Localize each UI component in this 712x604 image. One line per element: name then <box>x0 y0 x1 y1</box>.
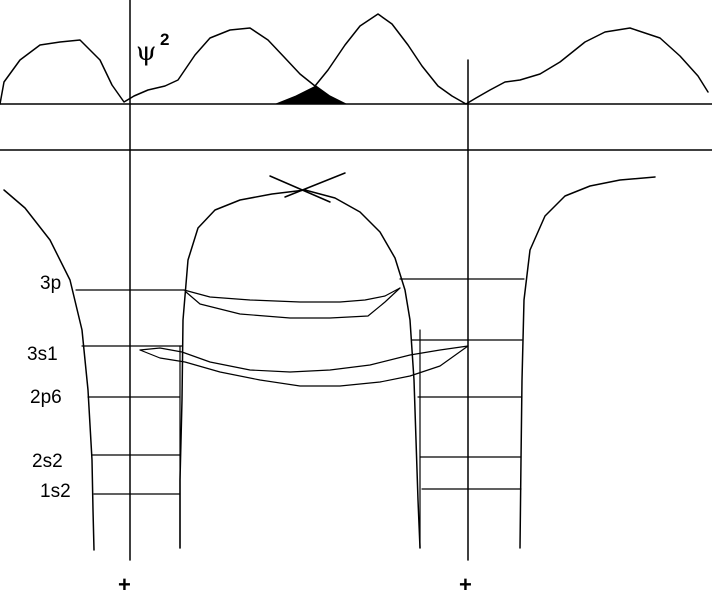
psi-squared-curve <box>0 13 709 105</box>
psi-symbol: ψ <box>136 37 156 67</box>
potential-barrier-center <box>179 189 421 549</box>
level-label-3p: 3p <box>40 273 61 294</box>
nucleus-plus-right: + <box>459 572 472 597</box>
band-3p-upper <box>183 287 401 303</box>
barrier-cross-a <box>269 175 331 203</box>
level-label-1s2: 1s2 <box>40 481 71 502</box>
level-label-2s2: 2s2 <box>32 451 63 472</box>
overlap-region <box>275 85 347 105</box>
band-3s-upper <box>139 345 469 373</box>
potential-wall-left <box>3 189 95 551</box>
band-3s-lower <box>139 345 469 387</box>
level-label-2p6: 2p6 <box>30 387 62 408</box>
level-label-3s1: 3s1 <box>27 344 58 365</box>
nucleus-plus-left: + <box>118 572 131 597</box>
psi-superscript: 2 <box>160 30 169 49</box>
potential-wall-right <box>519 176 656 549</box>
band-3p-lower <box>185 287 401 319</box>
barrier-cross-b <box>284 172 346 198</box>
